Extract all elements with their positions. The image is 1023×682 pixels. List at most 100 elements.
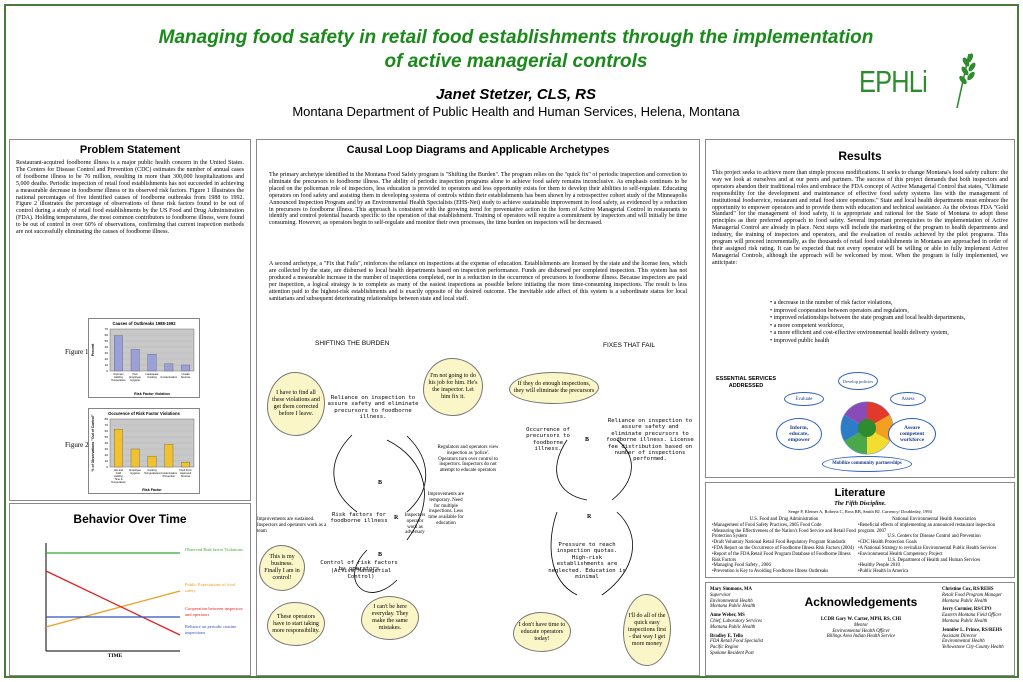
chart-x-tick-line: Food From [179,468,192,472]
literature-left-item: •Managing Food Safety , 2006 [712,563,771,569]
ack-left-item: Pacific Region [710,645,739,651]
bot-line-public-expectations [45,590,181,628]
essential-services-wheel [840,401,894,455]
ack-center-item: Mentor [853,622,869,628]
literature-panel: Literature The Fifth Discipline. Senge P… [705,482,1015,578]
literature-left-item: •FDA Report on the Occurrence of Foodbor… [712,545,854,551]
chart-bar [147,456,157,468]
thought-cloud-cant-be-here: I can't be here everyday. They make the … [361,596,419,640]
chart-y-tick: 60 [105,429,109,433]
chart-bar [164,444,174,468]
ack-left-item: Montana Public Health [710,604,756,610]
chart-bar [130,349,140,372]
thought-cloud-no-time-educate: I don't have time to educate operators t… [513,612,571,652]
literature-left-item: •Draft Voluntary National Retail Food Re… [712,540,846,546]
ack-left-item: Spokane Resident Post [710,650,754,656]
stb-reliance-node: Reliance on inspection to assure safety … [327,395,419,421]
fixes-that-fail-label: FIXES THAT FAIL [603,342,656,349]
chart-x-tick-line: Cooking [147,468,157,472]
figure-2-label: Figure 2 [65,441,89,449]
literature-left-item: •Report of the FDA Retail Food Program D… [712,551,851,563]
ack-right-item: Eastern Montana Field Officer [942,613,1002,619]
ack-left-item: Montana Public Health [710,624,756,630]
ack-left-item: FDA Retail Food Specialist [710,639,764,645]
ack-right-item: Assistant Director [942,633,977,639]
literature-right-item: •Healthy People 2010 [858,563,900,569]
ack-left-item: Supervisor [710,592,731,598]
ack-left-item: Mary Simmons, MA [710,587,752,592]
problem-title: Problem Statement [79,144,181,156]
ack-right-item: Christine Cox, RS/REHS [942,587,994,592]
figure-1-label: Figure 1 [65,348,89,356]
ack-right-list: Christine Cox, RS/REHS Retail Food Progr… [942,587,1014,651]
stb-r-label: R [394,515,399,521]
results-bullet: improved cooperation between operators a… [770,308,1010,316]
chart-x-tick-line: Employee [129,468,141,472]
poster: Managing food safety in retail food esta… [4,4,1019,678]
chart-bar [114,335,123,372]
chart-x-tick-line: Cold [116,471,122,475]
chart-y-label: % of Observations "Out of Control" [91,414,95,471]
chart-causes-of-outbreaks: Causes of Outbreaks 1988-199270605040302… [88,318,200,398]
ack-left-item: Anne Weber, MS [710,613,745,619]
literature-left-item: •Management of Food Safety Practices, 20… [712,522,822,528]
literature-right-item: •Environmental Health Competency Project [858,551,943,557]
ack-left-list: Mary Simmons, MA Supervisor Environmenta… [710,587,780,657]
chart-bar [164,363,174,372]
chart-bar [114,429,123,468]
chart-x-tick-line: Cooking [147,375,157,379]
ack-center-item: Environmental Health Officer [832,628,890,634]
chart-y-tick: 70 [105,423,109,427]
behavior-over-time-graph [45,543,181,652]
ftf-occurrence-node: Occurrence of precursors to foodborne il… [526,427,570,453]
results-bullet: a more efficient and cost-effective envi… [770,330,1010,338]
chart-y-tick: 10 [105,363,109,367]
chart-y-tick: 10 [105,459,109,463]
results-bullet: a decrease in the number of risk factor … [770,300,1010,308]
literature-right-item: U.S. Centers for Disease Control and Pre… [887,534,981,540]
thought-cloud-my-business: This is my business. Finally I am in con… [259,545,305,591]
chart-title: Occurence of Risk Factor Violations [108,411,181,416]
ess-evaluate: Evaluate [784,392,824,406]
problem-text: Restaurant-acquired foodborne illness is… [16,160,244,236]
chart-x-tick-line: Time & [114,477,122,481]
thought-cloud-find-violations: I have to find all these violations and … [267,372,325,436]
ftf-b-label: B [585,437,590,443]
results-title: Results [838,149,882,163]
ephli-logo: EPHLi [859,50,979,110]
literature-title: Literature [834,487,886,499]
problem-panel: Problem Statement Restaurant-acquired fo… [9,139,251,501]
literature-right-item: •A National Strategy to revitalize Envir… [858,545,997,551]
causal-loop-arrows [333,434,633,596]
chart-y-tick: 60 [105,333,109,337]
chart-y-tick: 80 [105,417,109,421]
results-bullet: improved public health [770,338,1010,346]
poster-header: Managing food safety in retail food esta… [6,6,1017,126]
ack-right-item: Retail Food Program Manager [942,592,1002,598]
chart-x-tick-line: Improper [113,372,124,376]
stb-control-node: Control of risk factors by operators [320,560,398,573]
chart-y-tick: 50 [105,339,109,343]
ack-right-item: Jennifer L. Prince, RS/REHS [942,627,1003,633]
chart-x-tick-line: Prevention [163,474,176,478]
chart-y-tick: 20 [105,357,109,361]
ack-center-list: LCDR Gary W. Carter, MPH, RS, CHI Mentor… [806,617,916,640]
results-bullet: a more competent workforce, [770,323,1010,331]
bot-legend-reliance: Reliance on periodic routine inspections [185,624,237,635]
chart-x-tick: Contamination [160,375,177,379]
chart-x-tick-line: Temperatures [144,471,161,475]
bot-legend-cooperation: Cooperation between inspectors and opera… [185,606,243,617]
stb-sustained-node: Improvements are sustained. Inspectors a… [257,517,327,534]
chart-y-tick: 0 [106,369,108,373]
thought-cloud-quick-inspections: I'll do all of the quick easy inspection… [623,594,671,666]
logo-text: EPHLi [859,64,928,99]
causal-para-1: The primary archetype identified in the … [269,172,687,227]
ack-center-item: Billings Area Indian Health Service [826,634,896,640]
poster-author: Janet Stetzer, CLS, RS [435,86,597,103]
chart-x-label: Risk Factor Violation [134,392,170,396]
